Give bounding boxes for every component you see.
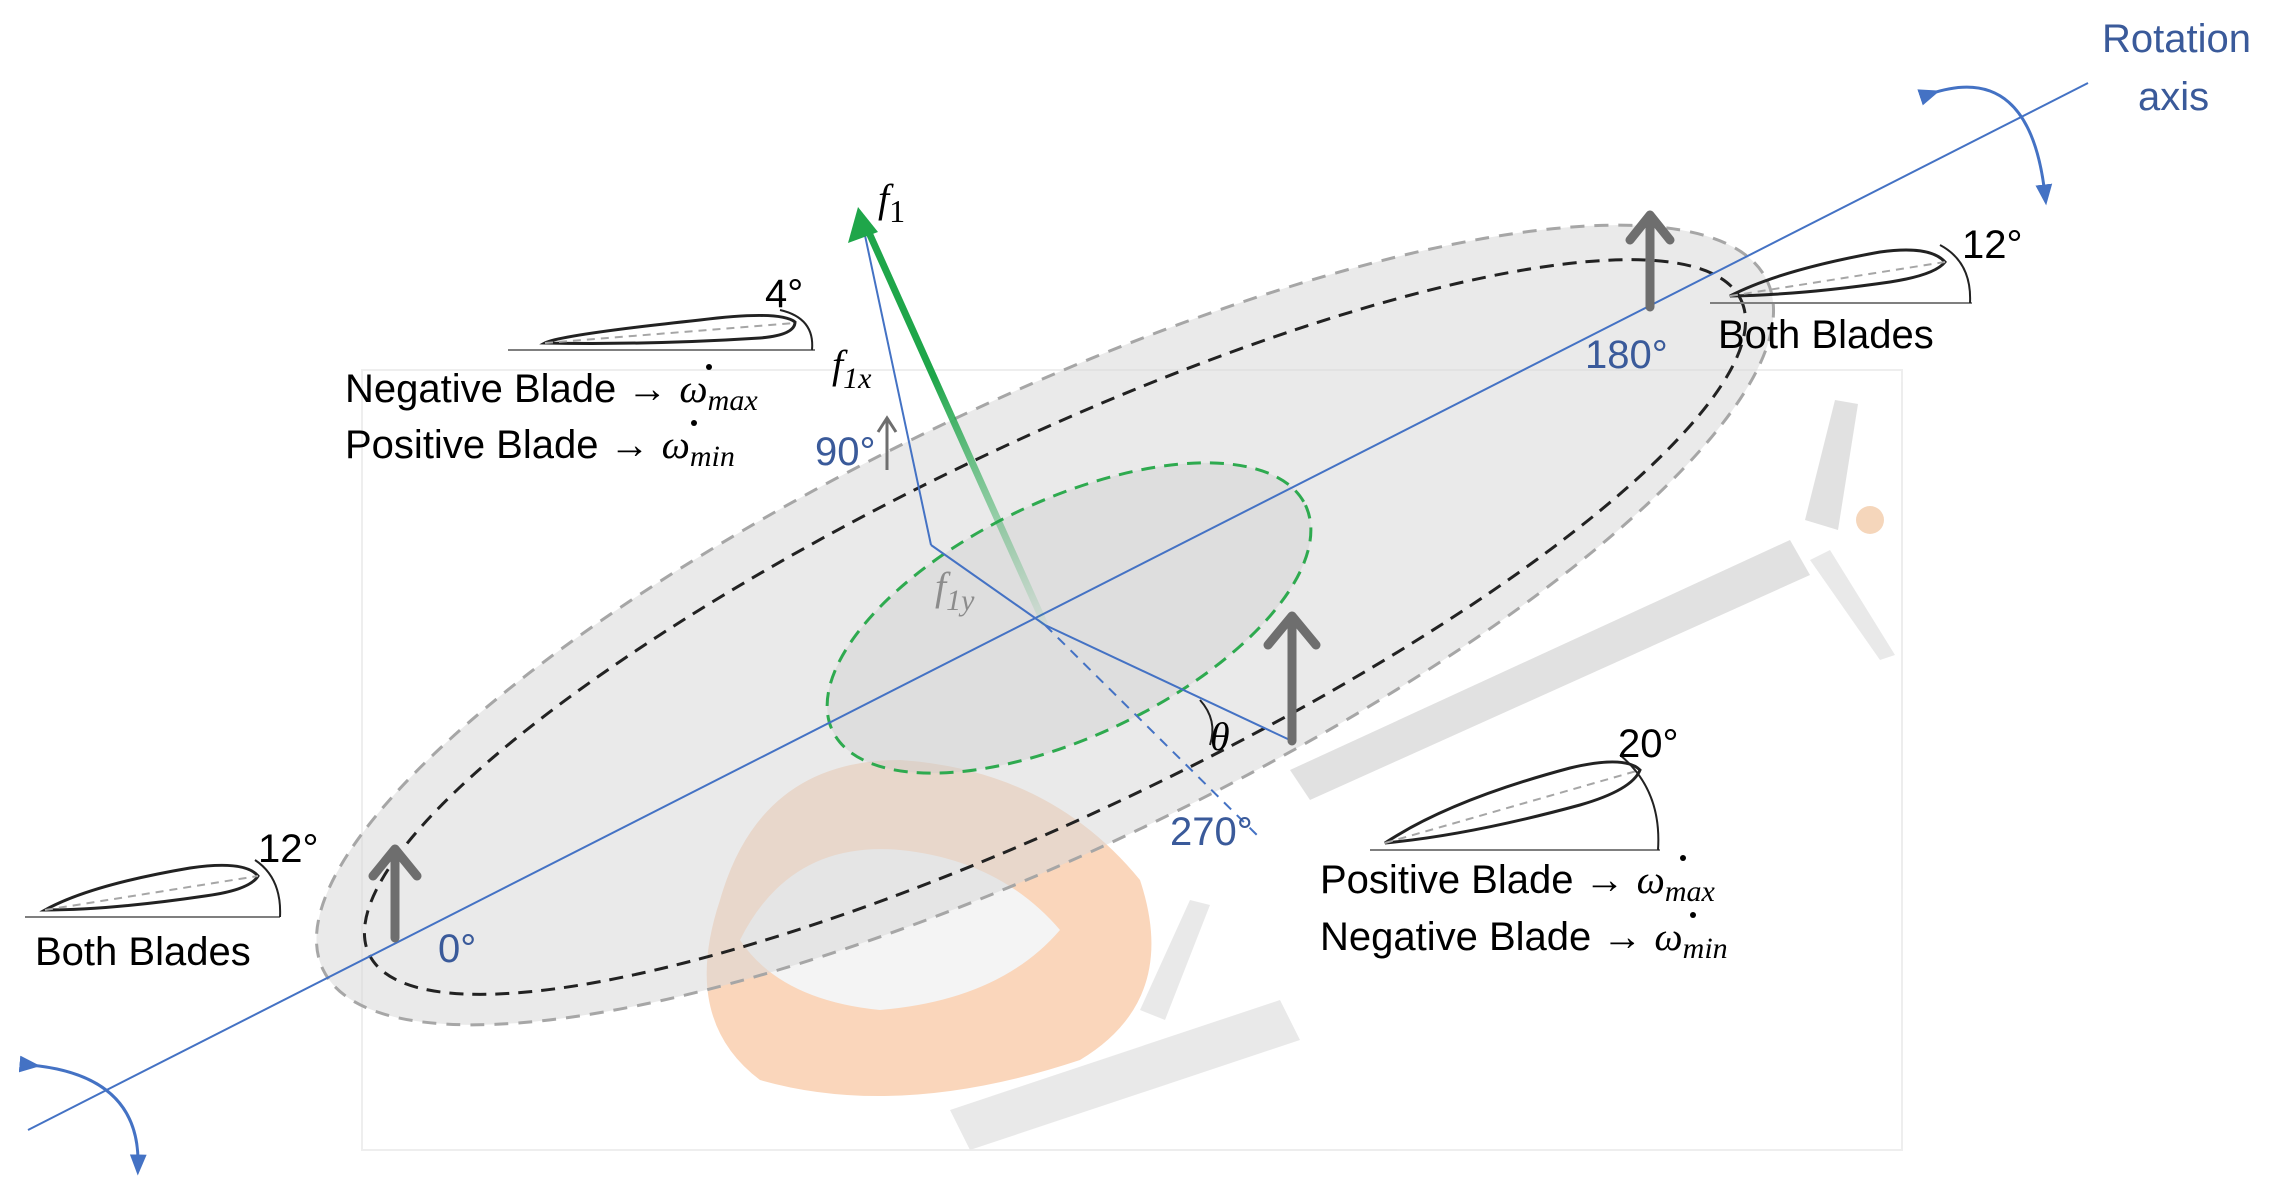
omega-dot — [1680, 855, 1686, 861]
omega-dot — [1690, 912, 1696, 918]
force-label-f1y: f1y — [935, 564, 975, 617]
force-y-subscript: 1y — [946, 584, 975, 617]
omega-dot — [706, 364, 712, 370]
airfoil-shape — [39, 863, 260, 912]
force-label-f1x: f1x — [832, 342, 872, 395]
force-vector-f1-head — [848, 207, 878, 243]
airfoil-bottom-right: 20° — [1370, 722, 1679, 851]
theta-radius-line — [1044, 624, 1293, 742]
airfoil-shape — [539, 314, 797, 345]
airfoil-angle-label: 4° — [765, 272, 803, 316]
note-arrow: → — [610, 423, 650, 467]
rotation-axis-label-line2: axis — [2138, 75, 2209, 119]
note-arrow: → — [1602, 915, 1642, 959]
force-vector-f1 — [862, 224, 1049, 627]
airfoil-angle-label: 20° — [1618, 722, 1679, 766]
note-omega: ω — [679, 366, 707, 411]
force-subscript: 1 — [889, 193, 905, 229]
blade-note-bottom-right-1: Positive Blade → ωmax — [1320, 857, 1716, 908]
tail-fin-lower — [1810, 550, 1895, 660]
note-arrow: → — [627, 367, 667, 411]
skid-strut — [1140, 900, 1210, 1020]
airfoil-caption: Both Blades — [35, 930, 251, 974]
force-label-f1: f1 — [878, 176, 905, 229]
note-omega: ω — [662, 422, 690, 467]
lift-arrow-90 — [876, 415, 898, 470]
lift-arrow-theta — [1263, 611, 1321, 746]
theta-arc — [1199, 699, 1214, 746]
note-omega: ω — [1637, 857, 1665, 902]
landing-skid — [950, 1000, 1300, 1150]
airfoil-angle-arc — [1619, 754, 1660, 851]
airfoil-top-right: 12° Both Blades — [1710, 223, 2023, 357]
airfoil-bottom-left: 12° Both Blades — [25, 827, 319, 974]
airfoil-angle-label: 12° — [258, 827, 319, 871]
airfoil-angle-arc — [779, 309, 814, 351]
note-prefix: Positive Blade — [345, 423, 610, 467]
note-prefix: Negative Blade — [1320, 915, 1602, 959]
note-sub: min — [1683, 932, 1728, 965]
note-prefix: Positive Blade — [1320, 858, 1585, 902]
angle-label-180: 180° — [1585, 333, 1668, 377]
lift-arrow-180 — [1625, 210, 1675, 312]
note-sub: max — [708, 384, 759, 417]
omega-dot — [691, 420, 697, 426]
note-sub: max — [1665, 875, 1716, 908]
note-arrow: → — [1585, 858, 1625, 902]
airfoil-shape — [1384, 760, 1642, 845]
airfoil-angle-arc — [1939, 244, 1972, 304]
airfoil-chord — [544, 322, 796, 344]
radius-270-line — [1044, 624, 1263, 841]
tail-fin — [1805, 400, 1858, 530]
rotation-arrow-top — [1917, 85, 2053, 206]
airfoil-angle-label: 12° — [1962, 223, 2023, 267]
note-prefix: Negative Blade — [345, 367, 627, 411]
rotation-axis-label-line1: Rotation — [2102, 17, 2251, 61]
blade-note-top-left-1: Negative Blade → ωmax — [345, 366, 758, 417]
f1x-projection-line — [859, 211, 932, 546]
note-omega: ω — [1654, 914, 1682, 959]
rotation-arrow-bottom — [18, 1055, 147, 1176]
f1y-projection-line — [930, 544, 1046, 626]
blade-note-top-left-2: Positive Blade → ωmin — [345, 422, 735, 473]
tail-rotor-hub — [1856, 506, 1884, 534]
tail-boom — [1290, 540, 1810, 800]
airfoil-chord — [44, 875, 259, 911]
airfoil-caption: Both Blades — [1718, 313, 1934, 357]
angle-label-270: 270° — [1170, 810, 1253, 854]
airfoil-top-left: 4° — [508, 272, 815, 351]
rotation-axis-line — [27, 82, 2089, 1131]
angle-label-90: 90° — [815, 430, 876, 474]
blade-note-bottom-right-2: Negative Blade → ωmin — [1320, 914, 1728, 965]
rotor-path-ellipse — [362, 258, 1748, 996]
airfoil-angle-arc — [254, 859, 282, 918]
note-sub: min — [690, 440, 735, 473]
angle-label-0: 0° — [438, 927, 476, 971]
lift-arrow-0 — [368, 844, 422, 943]
theta-label: θ — [1210, 714, 1230, 759]
force-x-subscript: 1x — [843, 362, 872, 395]
airfoil-chord — [1384, 769, 1641, 844]
